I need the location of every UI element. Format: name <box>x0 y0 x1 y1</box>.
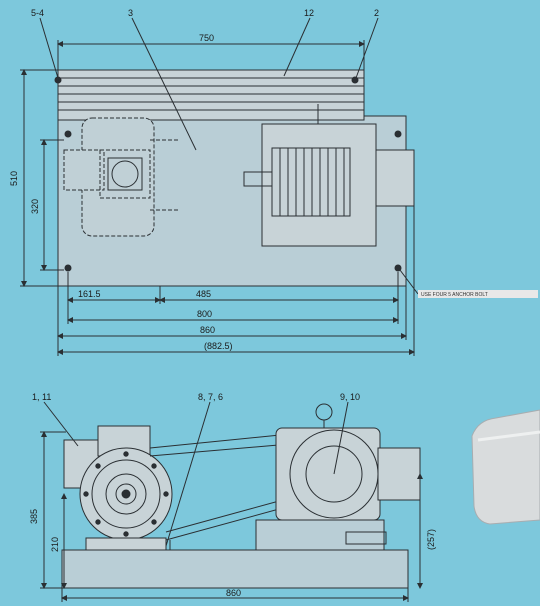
pump-top <box>63 117 180 237</box>
dim-510: 510 <box>9 171 19 186</box>
dim-860: 860 <box>200 325 215 335</box>
callout-1-11: 1, 11 <box>32 392 51 402</box>
belt-lower <box>165 505 291 541</box>
anchor-bolts <box>54 76 402 272</box>
device-photo-corner <box>471 409 540 525</box>
leader-5-4 <box>39 17 59 79</box>
dim-485: 485 <box>196 289 211 299</box>
dim-161-5: 161.5 <box>78 289 101 299</box>
dim-210: 210 <box>50 537 60 552</box>
dim-860-side: 860 <box>226 588 241 598</box>
leader-1-11 <box>43 401 79 447</box>
top-view <box>20 17 419 356</box>
leader-2 <box>355 17 379 79</box>
dim-750: 750 <box>199 33 214 43</box>
dim-385: 385 <box>29 509 39 524</box>
note-box <box>418 290 538 298</box>
dim-257: (257) <box>426 529 436 550</box>
callout-9-10: 9, 10 <box>340 392 360 402</box>
callout-3: 3 <box>128 8 133 18</box>
motor-top <box>243 104 415 247</box>
side-view <box>40 401 423 602</box>
leader-12 <box>283 17 311 77</box>
anchor-bolt-note: USE FOUR 5 ANCHOR BOLT <box>421 292 488 298</box>
side-base <box>61 549 409 589</box>
leader-8-7-6 <box>165 401 211 547</box>
leader-9-10 <box>333 401 349 475</box>
belt-upper <box>149 433 291 449</box>
callout-12: 12 <box>304 8 314 18</box>
dim-320: 320 <box>30 199 40 214</box>
motor-side <box>255 403 421 551</box>
callout-5-4: 5-4 <box>31 8 44 18</box>
dim-800: 800 <box>197 309 212 319</box>
leader-3 <box>131 17 197 151</box>
leader-note <box>399 269 419 295</box>
callout-2: 2 <box>374 8 379 18</box>
dim-882-5: (882.5) <box>204 341 233 351</box>
belt-guard <box>57 69 365 121</box>
callout-8-7-6: 8, 7, 6 <box>198 392 223 402</box>
pump-side <box>63 425 173 551</box>
